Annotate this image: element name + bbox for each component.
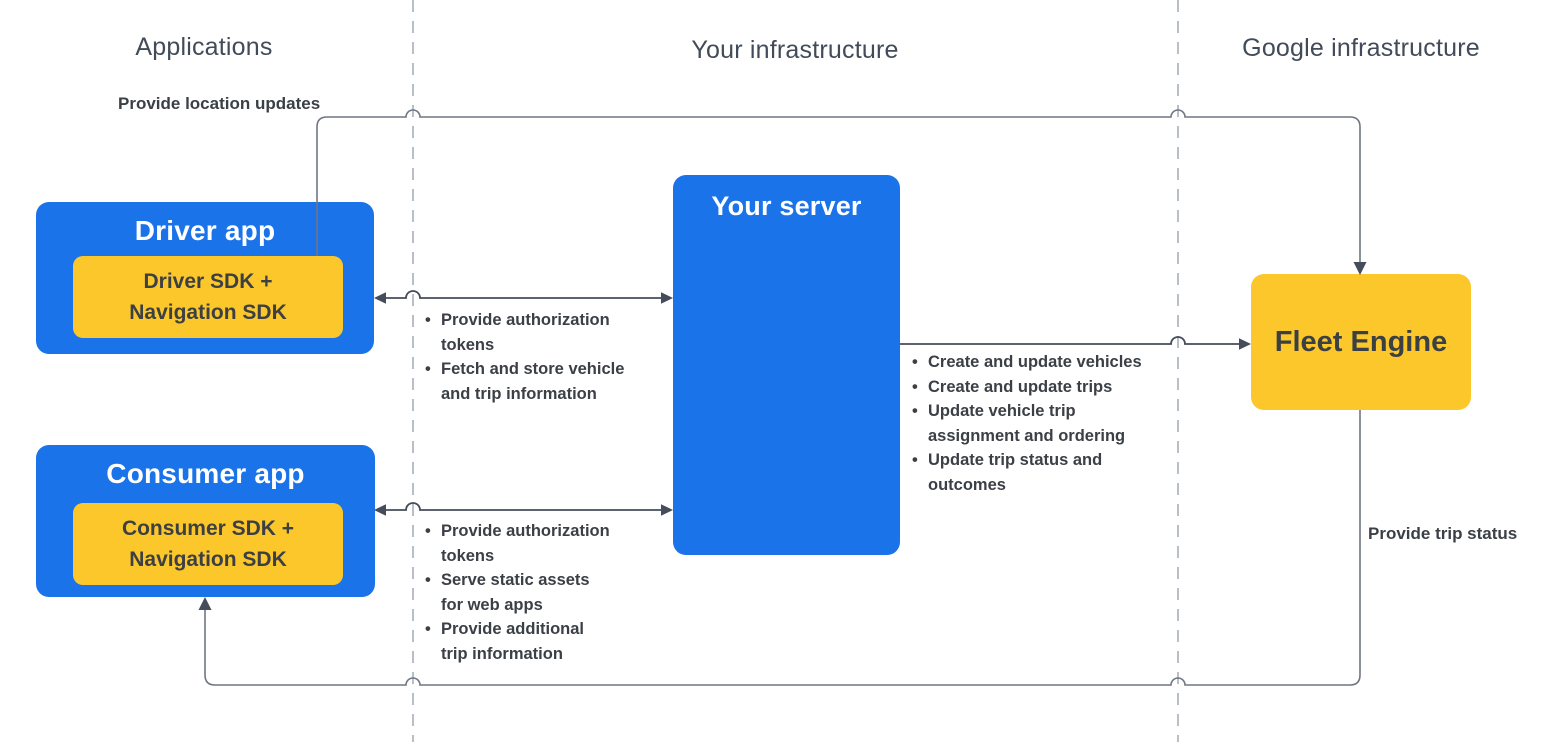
consumer-app-title: Consumer app	[106, 458, 305, 489]
your-server-box: Your server	[673, 175, 900, 555]
driver-sdk-label: Driver SDK + Navigation SDK	[129, 270, 287, 324]
driver-sdk-box: Driver SDK + Navigation SDK	[73, 256, 343, 338]
consumer-sdk-box: Consumer SDK + Navigation SDK	[73, 503, 343, 585]
fleet-engine-box: Fleet Engine	[1251, 274, 1471, 410]
fleet-engine-title: Fleet Engine	[1274, 325, 1448, 358]
your-server-title: Your server	[711, 191, 862, 221]
driver-app-title: Driver app	[134, 215, 276, 246]
consumer-sdk-label: Consumer SDK + Navigation SDK	[121, 517, 295, 571]
